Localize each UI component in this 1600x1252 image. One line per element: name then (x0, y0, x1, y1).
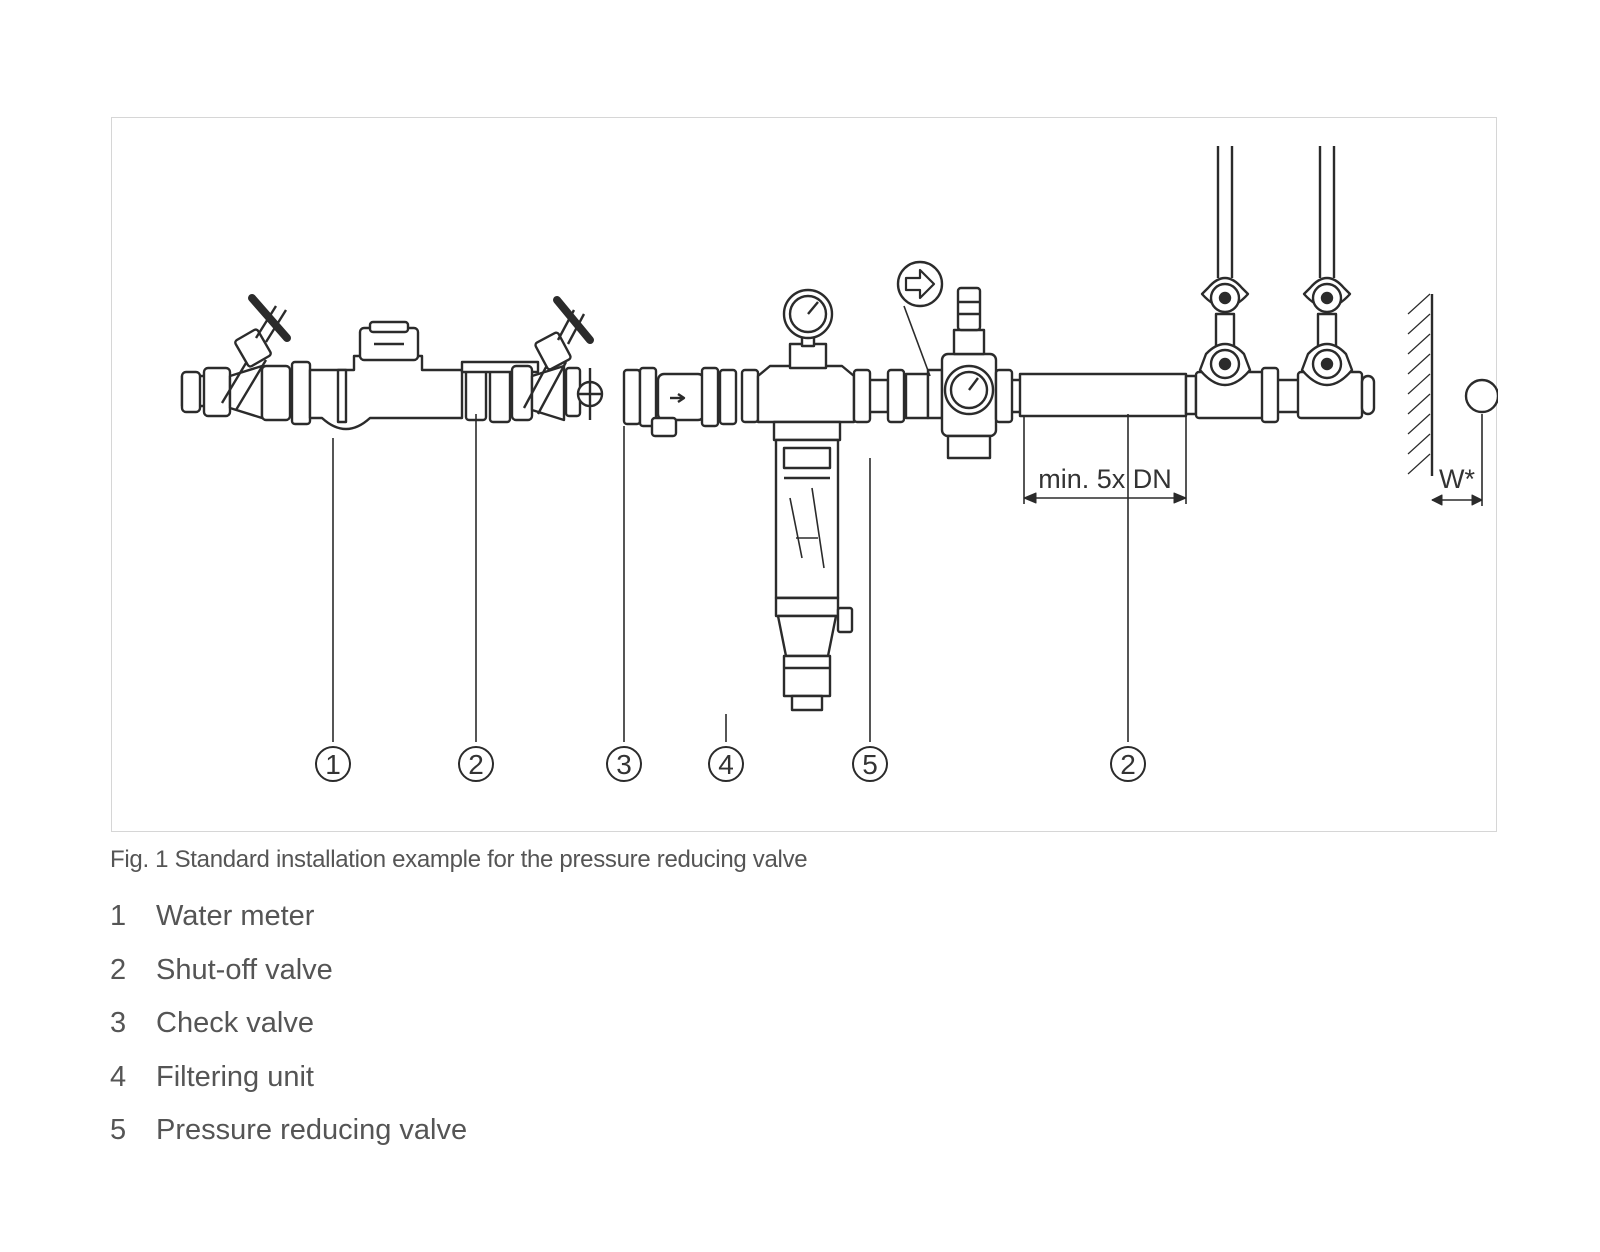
callout: 2 (458, 746, 494, 782)
legend-label: Shut-off valve (156, 953, 333, 986)
legend-item: 5 Pressure reducing valve (110, 1114, 467, 1168)
legend-label: Filtering unit (156, 1060, 314, 1093)
callout: 3 (606, 746, 642, 782)
arrow-right-icon (904, 268, 936, 300)
legend-number: 2 (110, 953, 127, 986)
legend-number: 1 (110, 900, 127, 932)
wall-distance-label: W* (1439, 464, 1475, 494)
wall-distance: W* (1407, 293, 1498, 506)
legend-label: Check valve (156, 1007, 314, 1039)
callout-number: 2 (1120, 749, 1136, 780)
callout: 2 (1110, 746, 1146, 782)
legend-item: 3 Check valve (110, 1007, 467, 1061)
callout: 4 (708, 746, 744, 782)
shut-off-valve-inlet (180, 294, 291, 420)
installation-diagram: W* min. 5x DN 1 2 3 4 (180, 146, 1498, 782)
callout-number: 2 (468, 749, 484, 780)
check-valve (622, 366, 738, 438)
callout: 1 (315, 746, 351, 782)
callout-number: 5 (862, 749, 878, 780)
legend-label: Water meter (156, 900, 315, 932)
legend-item: 2 Shut-off valve (110, 954, 467, 1008)
callout: 5 (852, 746, 888, 782)
legend-item: 4 Filtering unit (110, 1061, 467, 1115)
callouts: 1 2 3 4 5 2 (315, 746, 1146, 782)
figure-caption: Fig. 1 Standard installation example for… (110, 846, 808, 873)
legend-number: 5 (110, 1114, 127, 1146)
legend-number: 3 (110, 1007, 127, 1039)
water-meter (260, 320, 540, 431)
callout-number: 4 (718, 749, 734, 780)
branch-shut-off-valves (1184, 146, 1376, 424)
legend-label: Pressure reducing valve (156, 1114, 468, 1146)
min-length-dimension: min. 5x DN (1023, 464, 1187, 504)
legend-item: 1 Water meter (110, 900, 467, 954)
legend-number: 4 (110, 1060, 127, 1093)
filtering-unit (740, 288, 872, 712)
leader-lines (332, 414, 1129, 742)
shut-off-valve (510, 296, 604, 422)
legend: 1 Water meter 2 Shut-off valve 3 Check v… (110, 900, 467, 1168)
min-length-label: min. 5x DN (1038, 464, 1172, 494)
callout-number: 1 (325, 749, 341, 780)
pressure-reducing-valve (886, 260, 1014, 460)
callout-number: 3 (616, 749, 632, 780)
figure-frame: W* min. 5x DN 1 2 3 4 (111, 117, 1498, 832)
